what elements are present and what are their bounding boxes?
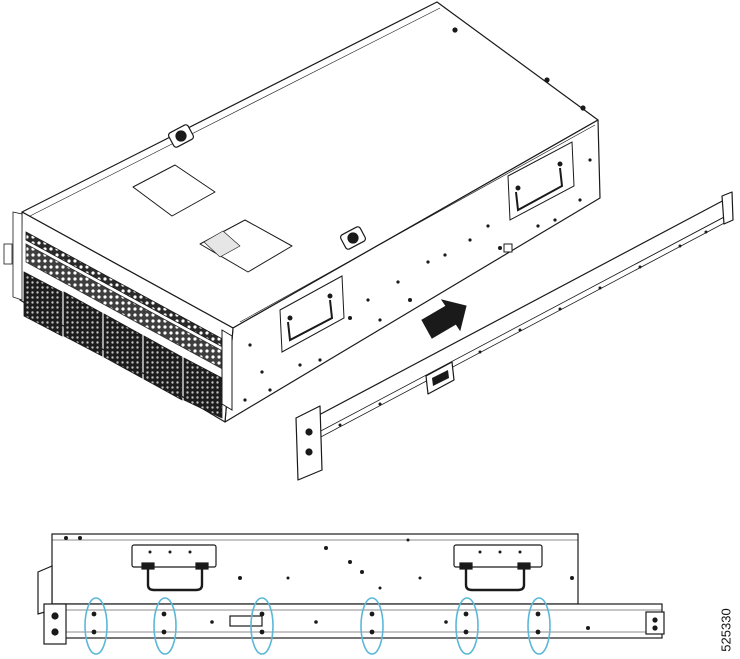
fan-module-5 — [183, 357, 223, 419]
side-elevation-view — [37, 533, 665, 645]
elevation-rail-bracket — [43, 603, 67, 645]
front-rack-ear — [12, 211, 23, 301]
top-cover-latch-2 — [339, 226, 367, 250]
figure-id-label: 525330 — [712, 600, 740, 659]
fan-module-2 — [63, 291, 103, 357]
fan-module-4 — [143, 335, 183, 401]
elevation-rail — [53, 603, 663, 639]
elevation-handle-front — [131, 544, 217, 592]
elevation-rail-slot — [229, 615, 263, 627]
side-handle-front — [279, 275, 345, 353]
figure-id-text: 525330 — [718, 607, 734, 652]
callout-ellipse — [360, 597, 384, 655]
callout-ellipse — [84, 597, 108, 655]
callout-ellipse — [153, 597, 177, 655]
alignment-callouts — [84, 597, 551, 655]
top-cover-latch-1 — [167, 124, 195, 148]
side-handle-rear — [507, 141, 575, 221]
front-panel-modules — [3, 211, 233, 419]
chassis-side-details — [243, 141, 592, 402]
fan-module-3 — [103, 313, 143, 379]
fan-module-1 — [23, 271, 63, 337]
callout-ellipse — [250, 597, 274, 655]
inner-rail — [295, 191, 734, 481]
top-label-1 — [132, 164, 216, 217]
callout-ellipse — [455, 597, 479, 655]
install-direction-arrow — [421, 299, 467, 339]
rail-front-bracket — [295, 405, 323, 481]
callout-ellipse — [527, 597, 551, 655]
